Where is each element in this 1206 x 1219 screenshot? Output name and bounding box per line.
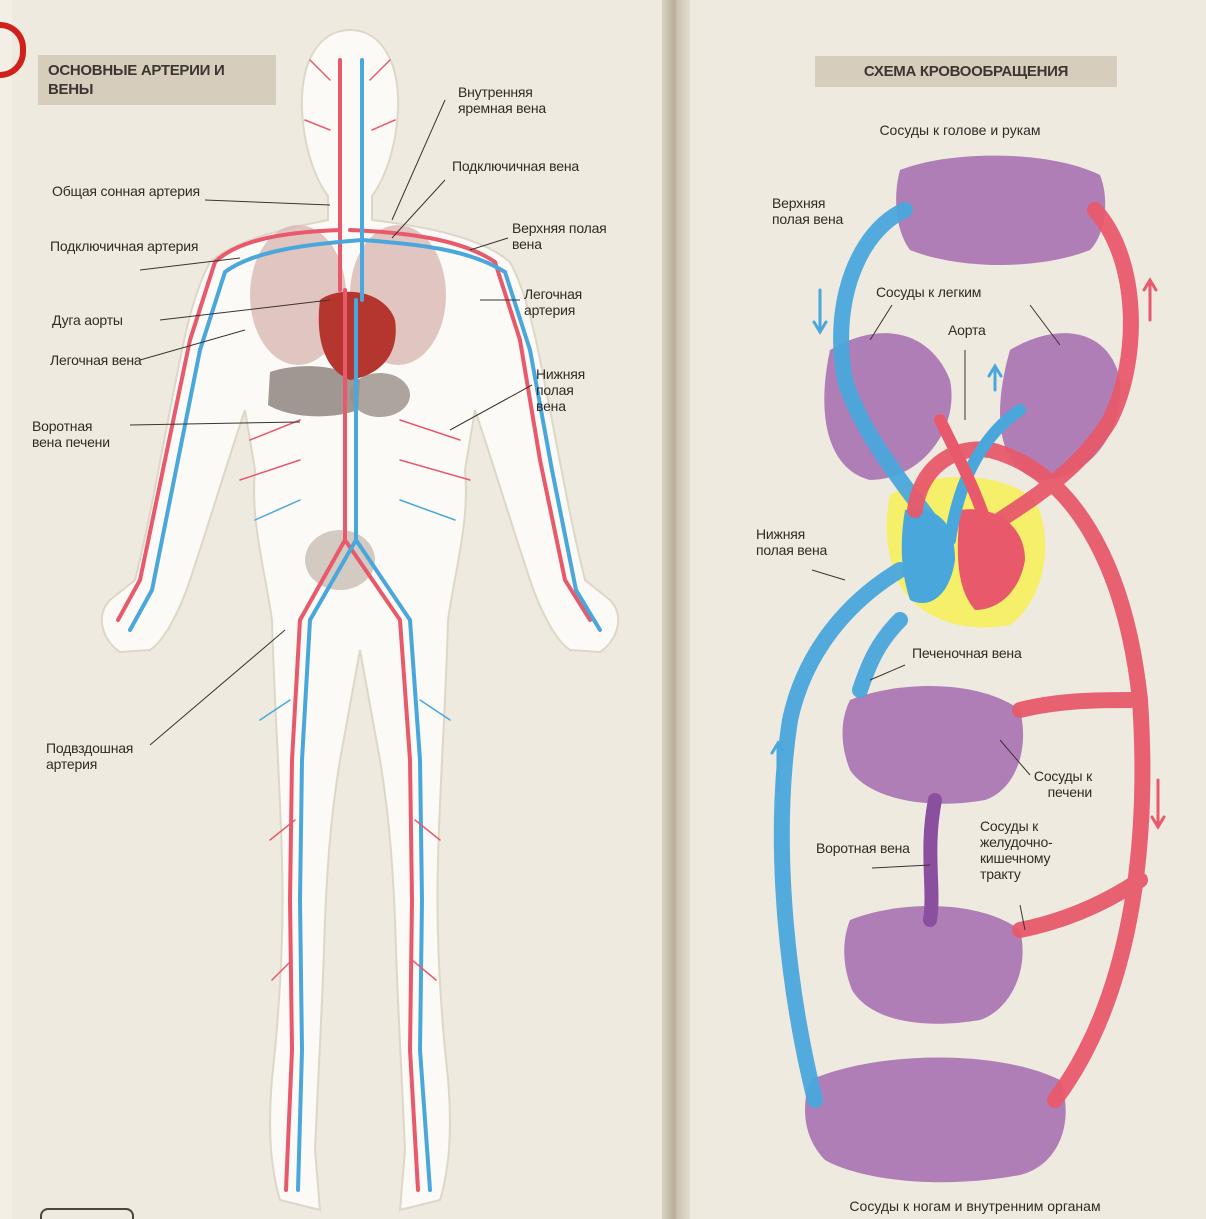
label-pulmonary-vein: Легочная вена bbox=[50, 352, 145, 368]
caption-head-arms: Сосуды к голове и рукам bbox=[820, 122, 1100, 138]
label-aorta: Аорта bbox=[948, 322, 1008, 338]
label-liver-vessels: Сосуды к печени bbox=[1002, 768, 1092, 800]
label-iliac-artery: Подвздошная артерия bbox=[46, 740, 186, 772]
label-superior-vena-cava-schema: Верхняя полая вена bbox=[772, 195, 852, 227]
label-hepatic-vein: Печеночная вена bbox=[912, 645, 1042, 661]
label-subclavian-vein: Подключичная вена bbox=[452, 158, 592, 174]
label-inferior-vena-cava-schema: Нижняя полая вена bbox=[756, 526, 836, 558]
label-internal-jugular-vein: Внутренняя яремная вена bbox=[458, 84, 588, 116]
label-inferior-vena-cava: Нижняя полая вена bbox=[536, 366, 606, 414]
label-pulmonary-artery: Легочная артерия bbox=[524, 286, 619, 318]
circulation-schema bbox=[772, 156, 1164, 1183]
label-aortic-arch: Дуга аорты bbox=[52, 312, 172, 328]
label-lung-vessels: Сосуды к легким bbox=[876, 284, 1046, 300]
caption-legs-organs: Сосуды к ногам и внутренним органам bbox=[780, 1198, 1170, 1214]
label-gi-vessels: Сосуды к желудочно-кишечному тракту bbox=[980, 818, 1090, 882]
label-portal-vein-schema: Воротная вена bbox=[816, 840, 916, 856]
right-panel-title: СХЕМА КРОВООБРАЩЕНИЯ bbox=[815, 56, 1117, 87]
left-panel-title: ОСНОВНЫЕ АРТЕРИИ И ВЕНЫ bbox=[38, 55, 276, 105]
page-tab bbox=[40, 1208, 134, 1219]
label-portal-vein-liver: Воротная вена печени bbox=[32, 418, 122, 450]
label-common-carotid-artery: Общая сонная артерия bbox=[52, 183, 202, 199]
label-subclavian-artery: Подключичная артерия bbox=[50, 238, 200, 254]
label-superior-vena-cava: Верхняя полая вена bbox=[512, 220, 622, 252]
